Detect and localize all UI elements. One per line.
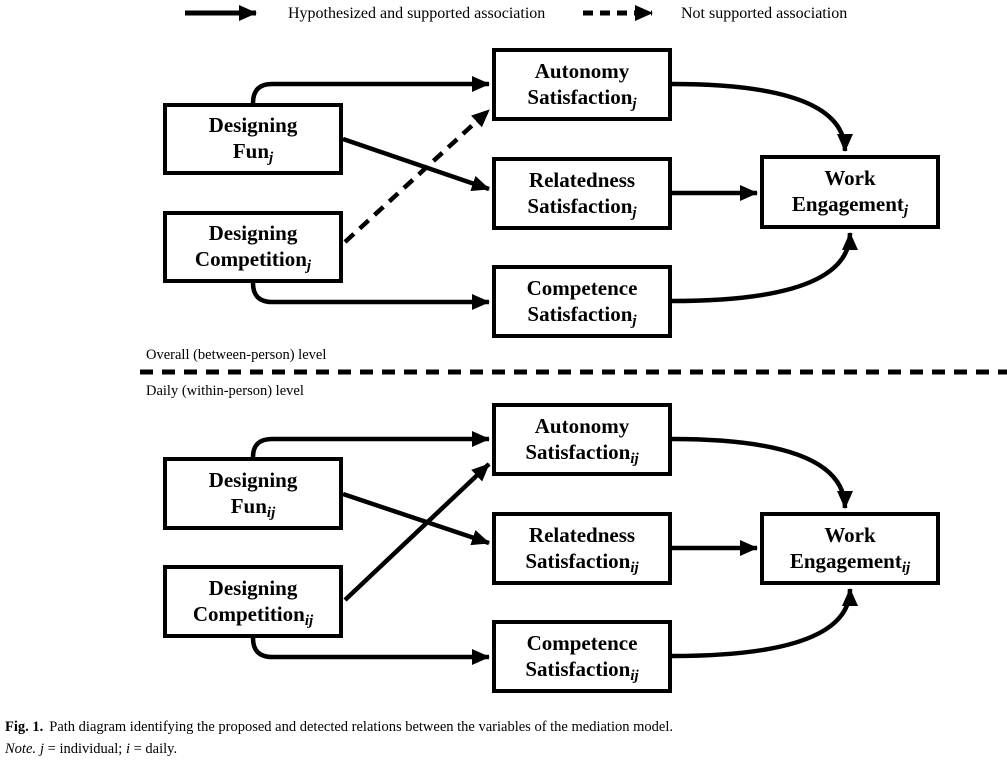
edge-autonomy-ij-to-work-ij — [671, 436, 853, 509]
node-work-engagement-j: Work Engagementj — [760, 155, 940, 229]
caption-line-1: Fig. 1. Path diagram identifying the prop… — [5, 716, 995, 738]
node-label: Competence Satisfactionj — [526, 275, 638, 329]
edge-competence-j-to-work-j — [671, 232, 858, 304]
note-variable-i: i — [125, 741, 130, 757]
node-label: Work Engagementij — [789, 522, 911, 576]
legend-not-supported-label: Not supported association — [681, 5, 848, 22]
between-person-level-label: Overall (between-person) level — [146, 347, 327, 363]
edge-competition-ij-to-competence-ij — [250, 637, 490, 665]
edge-competence-ij-to-work-ij — [671, 588, 858, 659]
within-person-level-label: Daily (within-person) level — [146, 383, 304, 399]
node-autonomy-satisfaction-ij: Autonomy Satisfactionij — [492, 403, 672, 476]
node-designing-fun-j: Designing Funj — [163, 103, 343, 175]
note-definition-j: = individual; — [44, 741, 126, 757]
edge-fun-ij-to-relatedness-ij — [342, 491, 490, 546]
node-work-engagement-ij: Work Engagementij — [760, 512, 940, 585]
node-label: Autonomy Satisfactionij — [525, 413, 639, 467]
note-definition-i: = daily. — [129, 741, 178, 757]
node-label: Designing Competitionij — [192, 575, 314, 629]
figure-number-label: Fig. 1. — [5, 719, 44, 735]
node-competence-satisfaction-ij: Competence Satisfactionij — [492, 620, 672, 693]
node-autonomy-satisfaction-j: Autonomy Satisfactionj — [492, 48, 672, 121]
node-label: Designing Funj — [208, 113, 298, 166]
node-designing-competition-j: Designing Competitionj — [163, 211, 343, 283]
node-label: Autonomy Satisfactionj — [527, 58, 637, 112]
node-label: Designing Funij — [208, 467, 298, 521]
node-relatedness-satisfaction-ij: Relatedness Satisfactionij — [492, 512, 672, 585]
edge-fun-j-to-relatedness-j — [342, 136, 490, 192]
note-label: Note. — [5, 741, 37, 757]
figure-caption: Fig. 1. Path diagram identifying the prop… — [5, 716, 995, 760]
node-designing-fun-ij: Designing Funij — [163, 457, 343, 530]
caption-note-line: Note.j = individual; i = daily. — [5, 738, 995, 760]
edge-fun-j-to-autonomy-j — [250, 76, 490, 104]
node-label: Competence Satisfactionij — [525, 630, 639, 684]
node-relatedness-satisfaction-j: Relatedness Satisfactionj — [492, 157, 672, 230]
node-label: Relatedness Satisfactionij — [525, 522, 639, 576]
legend-supported-label: Hypothesized and supported association — [288, 5, 546, 22]
node-designing-competition-ij: Designing Competitionij — [163, 565, 343, 638]
edge-autonomy-j-to-work-j — [671, 81, 853, 152]
edge-competition-ij-to-autonomy-ij — [343, 462, 491, 602]
note-variable-j: j — [40, 741, 45, 757]
node-label: Relatedness Satisfactionj — [527, 167, 637, 221]
edge-fun-ij-to-autonomy-ij — [250, 431, 490, 458]
edge-competition-j-to-competence-j — [250, 282, 490, 310]
node-competence-satisfaction-j: Competence Satisfactionj — [492, 265, 672, 338]
caption-text: Path diagram identifying the proposed an… — [49, 719, 673, 735]
node-label: Work Engagementj — [791, 166, 909, 219]
node-label: Designing Competitionj — [194, 221, 312, 274]
edge-competition-j-to-autonomy-j-not-supported — [343, 108, 491, 244]
